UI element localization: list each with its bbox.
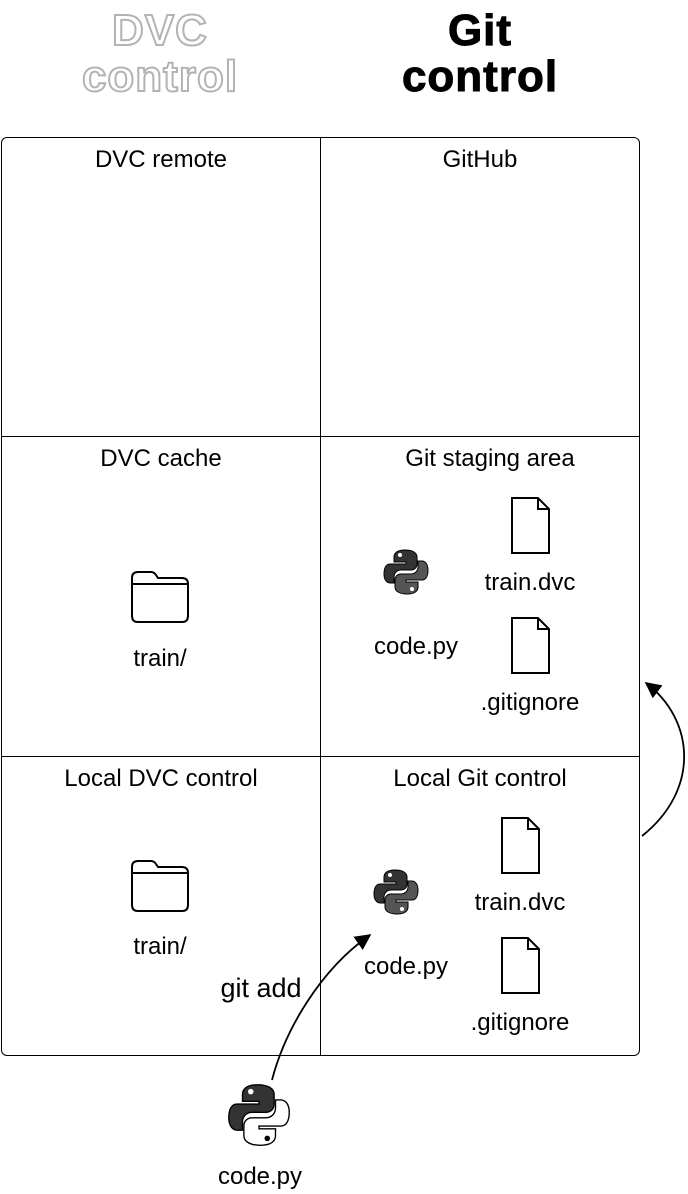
git-add-label: git add — [220, 973, 302, 1003]
dvc-header-line1: DVC — [111, 6, 208, 55]
folder-icon — [131, 571, 189, 623]
folder-icon — [131, 860, 189, 912]
cell-title: Git staging area — [405, 445, 575, 472]
dvc-header-line2: control — [81, 52, 239, 101]
folder-label: train/ — [133, 645, 187, 672]
cell-title: Local Git control — [393, 765, 567, 792]
file-label: .gitignore — [480, 689, 580, 716]
stage-arrow — [641, 682, 685, 837]
local-dvc-cell: Local DVC control — [1, 756, 321, 1056]
file-label: train.dvc — [474, 889, 566, 916]
file-icon — [501, 817, 540, 874]
git-add-arrow — [271, 934, 372, 1081]
file-label: .gitignore — [470, 1009, 570, 1036]
python-logo-icon — [228, 1084, 290, 1146]
python-logo-icon — [383, 549, 429, 595]
dvc-control-header: DVC control — [40, 6, 280, 101]
python-logo-icon — [373, 869, 419, 915]
git-header-line2: control — [401, 52, 559, 101]
folder-label: train/ — [133, 933, 187, 960]
cell-title: DVC remote — [94, 146, 228, 173]
file-icon — [511, 497, 550, 554]
file-icon — [501, 937, 540, 994]
git-control-header: Git control — [360, 6, 600, 101]
git-header-line1: Git — [447, 6, 513, 55]
github-cell: GitHub — [320, 137, 640, 437]
python-file-label: code.py — [217, 1163, 303, 1190]
cell-title: DVC cache — [100, 445, 222, 472]
cell-title: Local DVC control — [64, 765, 258, 792]
file-icon — [511, 617, 550, 674]
python-file-label: code.py — [373, 633, 459, 660]
cell-title: GitHub — [442, 146, 518, 173]
file-label: train.dvc — [484, 569, 576, 596]
local-git-cell: Local Git control — [320, 756, 640, 1056]
python-file-label: code.py — [363, 953, 449, 980]
git-staging-cell: Git staging area — [320, 436, 640, 757]
